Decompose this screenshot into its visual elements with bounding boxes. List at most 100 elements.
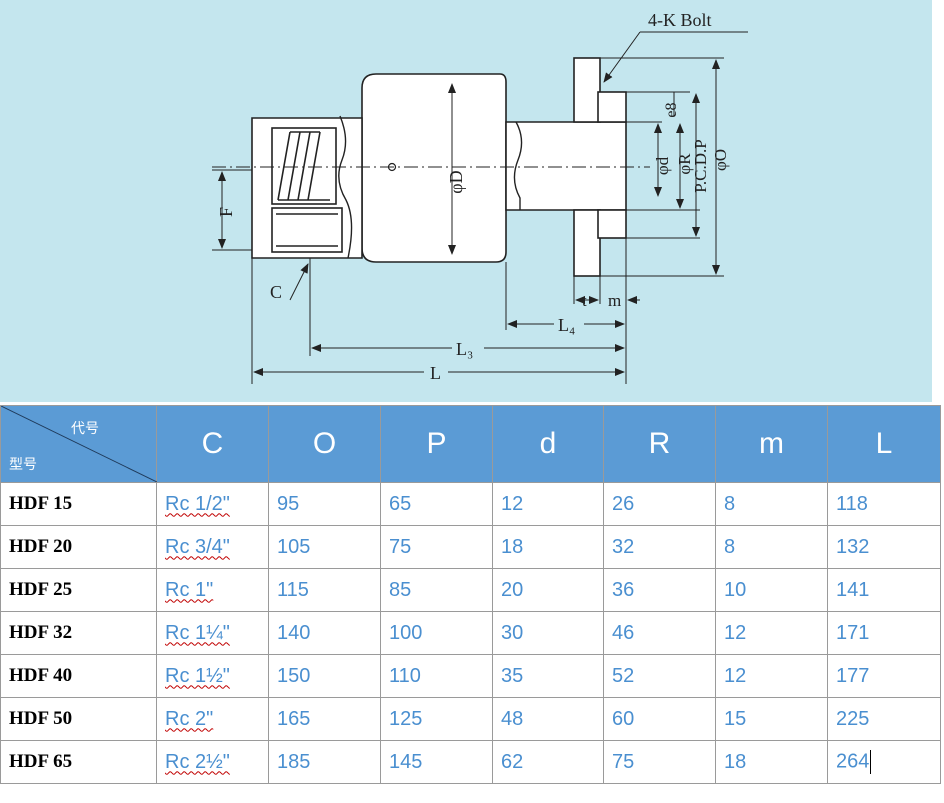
table-row: HDF 32 Rc 1¼" 140 100 30 46 12 171 — [0, 611, 941, 655]
table-row: HDF 15 Rc 1/2" 95 65 12 26 8 118 — [0, 482, 941, 526]
table-row: HDF 20 Rc 3/4" 105 75 18 32 8 132 — [0, 525, 941, 569]
header-l: L — [827, 405, 941, 483]
cell-p: 110 — [380, 654, 493, 698]
cell-d: 12 — [492, 482, 604, 526]
cell-o: 185 — [268, 740, 381, 784]
cell-p: 145 — [380, 740, 493, 784]
table-row: HDF 25 Rc 1" 115 85 20 36 10 141 — [0, 568, 941, 612]
cell-d: 48 — [492, 697, 604, 741]
header-m: m — [715, 405, 828, 483]
cell-model: HDF 25 — [0, 568, 157, 612]
cell-m: 18 — [715, 740, 828, 784]
cell-c-value: Rc 3/4" — [165, 535, 230, 558]
cell-p: 75 — [380, 525, 493, 569]
cell-m: 12 — [715, 611, 828, 655]
cell-model: HDF 32 — [0, 611, 157, 655]
cell-l[interactable]: 264 — [827, 740, 941, 784]
cell-p: 85 — [380, 568, 493, 612]
cell-o: 105 — [268, 525, 381, 569]
cell-r: 46 — [603, 611, 716, 655]
cell-l-value: 264 — [836, 750, 870, 773]
header-p: P — [380, 405, 493, 483]
cell-r: 75 — [603, 740, 716, 784]
cell-c: Rc 1/2" — [156, 482, 269, 526]
label-od: φD — [446, 170, 466, 193]
cell-model: HDF 65 — [0, 740, 157, 784]
table-row: HDF 50 Rc 2" 165 125 48 60 15 225 — [0, 697, 941, 741]
cell-model: HDF 40 — [0, 654, 157, 698]
cell-model: HDF 50 — [0, 697, 157, 741]
cell-o: 95 — [268, 482, 381, 526]
cell-l: 141 — [827, 568, 941, 612]
label-l: L — [430, 363, 441, 383]
header-r: R — [603, 405, 716, 483]
label-f: F — [216, 207, 236, 217]
label-r: φR — [675, 153, 694, 175]
cell-c: Rc 1¼" — [156, 611, 269, 655]
code-label: 代号 — [71, 420, 99, 436]
cell-c: Rc 1" — [156, 568, 269, 612]
cell-c: Rc 2½" — [156, 740, 269, 784]
cell-d: 62 — [492, 740, 604, 784]
cell-c: Rc 3/4" — [156, 525, 269, 569]
cell-m: 12 — [715, 654, 828, 698]
label-pcd: P.C.D.P — [691, 139, 710, 192]
table-row: HDF 65 Rc 2½" 185 145 62 75 18 264 — [0, 740, 941, 784]
cell-m: 8 — [715, 482, 828, 526]
label-m: m — [608, 291, 621, 310]
cell-p: 65 — [380, 482, 493, 526]
label-c: C — [270, 282, 282, 302]
header-o: O — [268, 405, 381, 483]
cell-l: 171 — [827, 611, 941, 655]
cell-c: Rc 2" — [156, 697, 269, 741]
cell-p: 100 — [380, 611, 493, 655]
cell-c-value: Rc 1½" — [165, 664, 230, 687]
diagonal-line — [1, 406, 157, 482]
cell-d: 18 — [492, 525, 604, 569]
cell-r: 26 — [603, 482, 716, 526]
header-d: d — [492, 405, 604, 483]
cell-d: 30 — [492, 611, 604, 655]
cell-m: 8 — [715, 525, 828, 569]
corner-header: 代号 型号 — [0, 405, 157, 483]
cell-o: 115 — [268, 568, 381, 612]
label-o: φO — [711, 149, 730, 171]
label-e8: e8 — [663, 102, 680, 117]
break-line — [338, 115, 353, 259]
label-d: φd — [653, 156, 672, 175]
cell-model: HDF 15 — [0, 482, 157, 526]
cell-r: 36 — [603, 568, 716, 612]
table-row: HDF 40 Rc 1½" 150 110 35 52 12 177 — [0, 654, 941, 698]
header-c: C — [156, 405, 269, 483]
header-row: 代号 型号 C O P d R m L — [0, 405, 941, 483]
cell-r: 60 — [603, 697, 716, 741]
cell-o: 140 — [268, 611, 381, 655]
cell-m: 15 — [715, 697, 828, 741]
model-label: 型号 — [9, 456, 37, 472]
cell-c-value: Rc 1/2" — [165, 492, 230, 515]
label-l3: L₃ — [456, 339, 473, 359]
cell-p: 125 — [380, 697, 493, 741]
text-cursor — [870, 750, 872, 774]
label-t: t — [582, 291, 587, 310]
cell-c-value: Rc 2" — [165, 707, 214, 730]
cell-r: 32 — [603, 525, 716, 569]
label-l4: L₄ — [558, 315, 575, 335]
cell-l: 118 — [827, 482, 941, 526]
cell-d: 35 — [492, 654, 604, 698]
spec-table: 代号 型号 C O P d R m L HDF 15 Rc 1/2" 95 65… — [0, 405, 941, 784]
cell-model: HDF 20 — [0, 525, 157, 569]
cell-l: 225 — [827, 697, 941, 741]
label-bolt: 4-K Bolt — [648, 10, 712, 30]
cell-o: 165 — [268, 697, 381, 741]
cell-r: 52 — [603, 654, 716, 698]
cell-c-value: Rc 1¼" — [165, 621, 230, 644]
cell-c-value: Rc 2½" — [165, 750, 230, 773]
cell-c-value: Rc 1" — [165, 578, 214, 601]
cell-c: Rc 1½" — [156, 654, 269, 698]
cell-m: 10 — [715, 568, 828, 612]
break-line — [513, 121, 523, 210]
cell-l: 132 — [827, 525, 941, 569]
spring — [271, 127, 343, 253]
cell-d: 20 — [492, 568, 604, 612]
